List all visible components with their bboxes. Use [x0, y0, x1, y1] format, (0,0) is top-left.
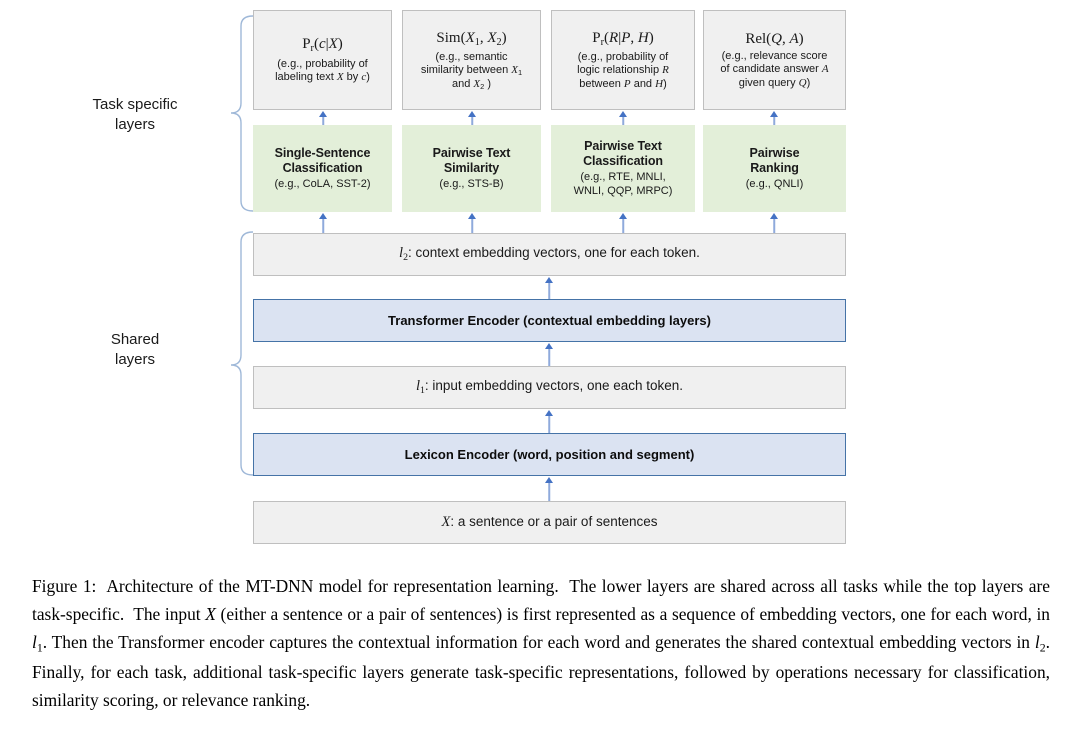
arrow-up-icon: [465, 111, 479, 125]
input-box-label: X: a sentence or a pair of sentences: [441, 513, 658, 530]
task-examples-line: WNLI, QQP, MRPC): [573, 184, 673, 197]
task-box-pairwise-text-similarity: Pairwise Text Similarity (e.g., STS-B): [402, 125, 541, 212]
brace-task-specific-layers: [230, 15, 254, 212]
output-box-rel-q-a: Rel(Q, A) (e.g., relevance score of cand…: [703, 10, 846, 110]
output-desc-line: (e.g., relevance score: [721, 50, 828, 63]
output-desc-line: similarity between X1: [420, 64, 523, 78]
output-desc-line: (e.g., semantic: [435, 51, 508, 64]
brace-label-line2: layers: [114, 350, 155, 368]
output-desc-line: of candidate answer A: [720, 63, 829, 76]
task-title-line: Ranking: [750, 160, 799, 175]
output-formula: Pr(R|P, H): [592, 29, 654, 48]
arrow-up-icon: [542, 477, 556, 501]
input-box-x: X: a sentence or a pair of sentences: [253, 501, 846, 544]
task-title-line: Pairwise Text: [432, 145, 511, 160]
output-desc-line: (e.g., probability of: [277, 57, 368, 70]
shared-row-label: Transformer Encoder (contextual embeddin…: [388, 312, 711, 328]
output-desc-line: between P and H): [579, 77, 667, 90]
brace-shared-layers: [230, 231, 254, 476]
shared-row-lexicon-encoder: Lexicon Encoder (word, position and segm…: [253, 433, 846, 476]
brace-label-shared-layers: Shared layers: [70, 330, 200, 369]
task-box-pairwise-ranking: Pairwise Ranking (e.g., QNLI): [703, 125, 846, 212]
output-formula: Sim(X1, X2): [436, 29, 507, 48]
shared-row-transformer-encoder: Transformer Encoder (contextual embeddin…: [253, 299, 846, 342]
task-title-line: Similarity: [443, 160, 500, 175]
task-examples: (e.g., STS-B): [439, 178, 504, 191]
output-box-sim-x1-x2: Sim(X1, X2) (e.g., semantic similarity b…: [402, 10, 541, 110]
output-box-pr-r-given-p-h: Pr(R|P, H) (e.g., probability of logic r…: [551, 10, 695, 110]
brace-label-line2: layers: [114, 115, 155, 133]
task-title-line: Single-Sentence: [274, 145, 371, 160]
caption-text: Architecture of the MT-DNN model for rep…: [32, 576, 1050, 711]
arrow-up-icon: [616, 111, 630, 125]
shared-row-label: l2: context embedding vectors, one for e…: [399, 245, 700, 263]
shared-row-label: l1: input embedding vectors, one each to…: [415, 378, 684, 396]
output-formula: Rel(Q, A): [745, 30, 804, 47]
output-desc-line: (e.g., probability of: [577, 51, 669, 64]
task-title-line: Pairwise Text: [584, 138, 662, 153]
shared-row-label: Lexicon Encoder (word, position and segm…: [404, 446, 695, 462]
task-examples: (e.g., QNLI): [745, 178, 804, 191]
output-desc-line: labeling text X by c): [275, 71, 370, 84]
figure-caption: Figure 1: Architecture of the MT-DNN mod…: [32, 572, 1050, 714]
arrow-up-icon: [767, 111, 781, 125]
task-box-single-sentence-classification: Single-Sentence Classification (e.g., Co…: [253, 125, 392, 212]
output-box-pr-c-given-x: Pr(c|X) (e.g., probability of labeling t…: [253, 10, 392, 110]
output-desc-line: and X2 ): [451, 77, 492, 91]
arrow-up-icon: [316, 111, 330, 125]
task-examples: (e.g., CoLA, SST-2): [274, 178, 371, 191]
arrow-up-icon: [542, 277, 556, 300]
arrow-up-icon: [542, 410, 556, 433]
task-box-pairwise-text-classification: Pairwise Text Classification (e.g., RTE,…: [551, 125, 695, 212]
shared-row-l2-context-embedding: l2: context embedding vectors, one for e…: [253, 233, 846, 276]
brace-label-task-specific-layers: Task specific layers: [70, 95, 200, 134]
mt-dnn-architecture-diagram: Task specific layers Shared layers Pr(c|…: [70, 10, 846, 544]
task-examples-line: (e.g., RTE, MNLI,: [580, 171, 666, 184]
task-title-line: Classification: [583, 154, 663, 169]
output-desc-line: logic relationship R: [577, 64, 669, 77]
caption-label: Figure 1:: [32, 576, 97, 596]
arrow-up-icon: [542, 343, 556, 366]
arrow-up-icon: [767, 213, 781, 234]
task-title-line: Classification: [282, 160, 363, 175]
brace-label-line1: Task specific: [92, 96, 178, 113]
output-desc-line: given query Q): [738, 76, 811, 89]
output-formula: Pr(c|X): [302, 36, 343, 55]
arrow-up-icon: [616, 213, 630, 234]
task-title-line: Pairwise: [749, 145, 800, 160]
brace-label-line1: Shared: [110, 331, 160, 348]
arrow-up-icon: [465, 213, 479, 234]
shared-row-l1-input-embedding: l1: input embedding vectors, one each to…: [253, 366, 846, 409]
arrow-up-icon: [316, 213, 330, 234]
